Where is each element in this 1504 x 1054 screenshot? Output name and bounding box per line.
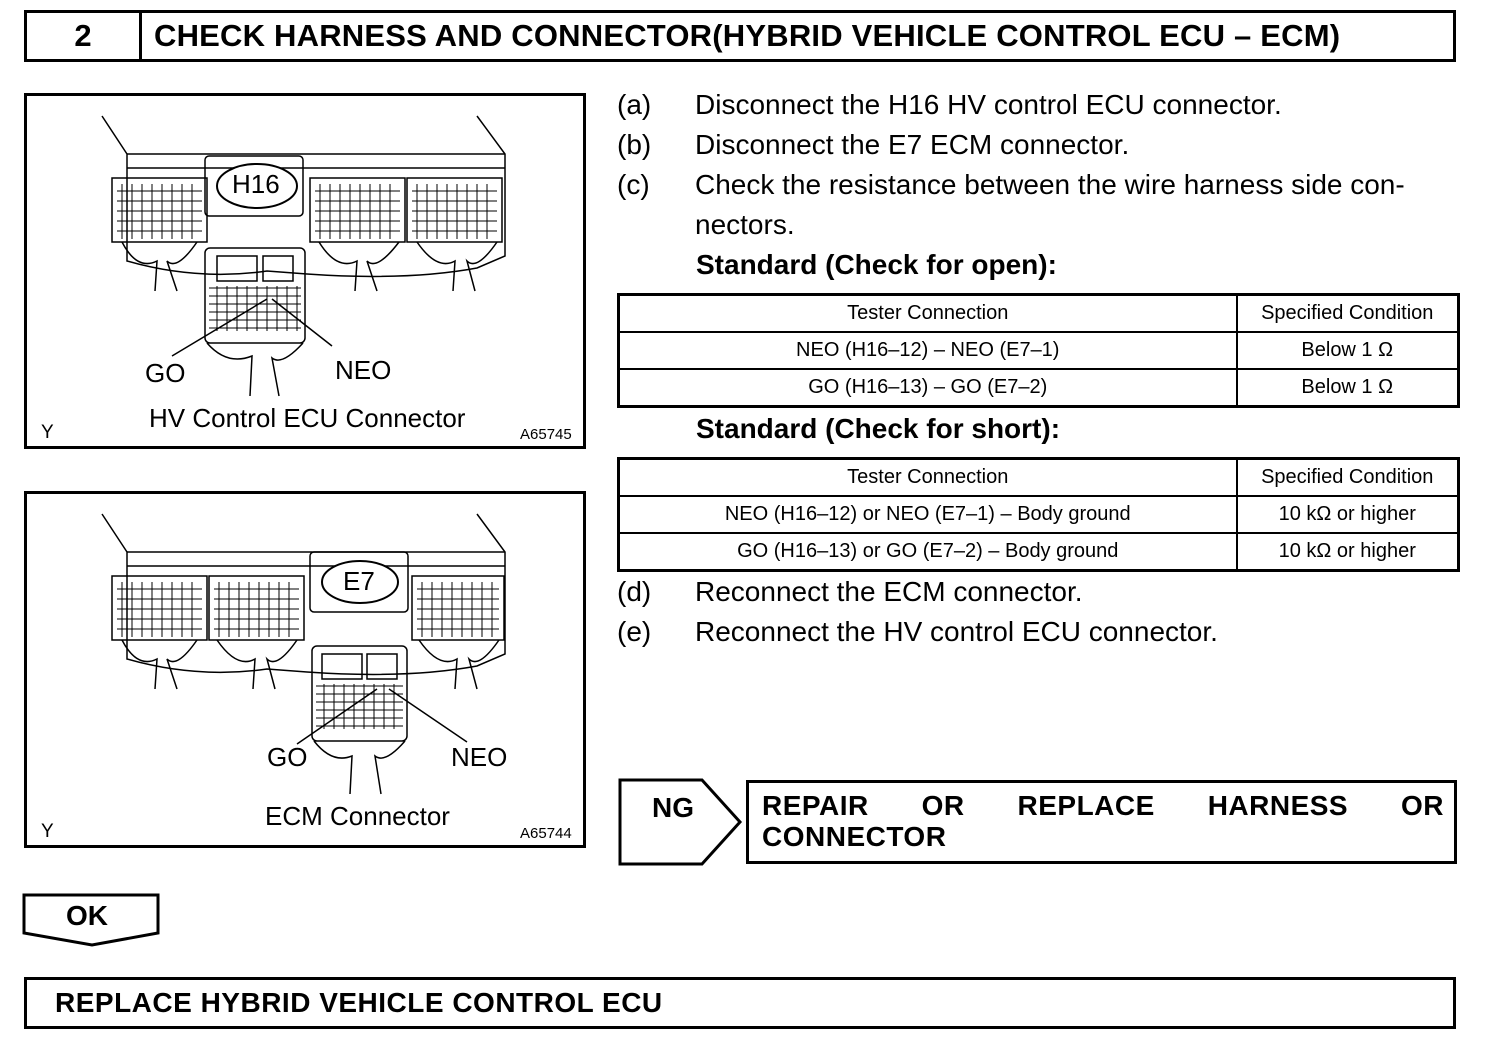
- ok-label: OK: [66, 900, 108, 931]
- go-label: GO: [267, 742, 308, 772]
- table-header-row: Tester Connection Specified Condition: [617, 457, 1460, 497]
- corner-mark: Y: [41, 821, 54, 842]
- step-text-continued: nectors.: [695, 209, 795, 240]
- ng-arrow-icon: [618, 778, 743, 866]
- specified-condition-cell: Below 1 Ω: [1235, 368, 1460, 408]
- tester-connection-cell: NEO (H16–12) – NEO (E7–1): [617, 331, 1238, 370]
- standard-short-heading: Standard (Check for short):: [696, 413, 1061, 444]
- figure-code: A65744: [520, 825, 572, 842]
- ng-action-text: REPAIR OR REPLACE HARNESS OR CONNECTOR: [762, 790, 1444, 852]
- step-label: (c): [617, 169, 650, 200]
- go-label: GO: [145, 358, 186, 388]
- step-text: Disconnect the E7 ECM connector.: [695, 129, 1130, 160]
- header-cell: Specified Condition: [1235, 293, 1460, 333]
- figure-caption: HV Control ECU Connector: [149, 403, 466, 433]
- header-cell: Tester Connection: [617, 293, 1238, 333]
- step-text: Reconnect the ECM connector.: [695, 576, 1083, 607]
- ng-action-word: HARNESS: [1207, 790, 1349, 821]
- hv-ecu-connector-illustration: [101, 115, 506, 397]
- e7-connector-id: E7: [343, 566, 375, 596]
- ng-label: NG: [652, 792, 694, 823]
- figure-code: A65745: [520, 426, 572, 443]
- table-row: GO (H16–13) or GO (E7–2) – Body ground 1…: [617, 532, 1460, 572]
- neo-label: NEO: [451, 742, 508, 772]
- standard-open-heading: Standard (Check for open):: [696, 249, 1057, 280]
- step-label: (e): [617, 616, 652, 647]
- neo-label: NEO: [335, 355, 392, 385]
- step-header: 2 CHECK HARNESS AND CONNECTOR(HYBRID VEH…: [24, 10, 1456, 62]
- step-label: (a): [617, 89, 652, 120]
- ng-action-line2: CONNECTOR: [762, 821, 947, 852]
- step-text: Reconnect the HV control ECU connector.: [695, 616, 1218, 647]
- table-row: GO (H16–13) – GO (E7–2) Below 1 Ω: [617, 368, 1460, 408]
- specified-condition-cell: 10 kΩ or higher: [1235, 532, 1460, 572]
- hv-control-ecu-connector-figure: H16 GO NEO HV Control ECU Connector Y A6…: [24, 93, 586, 449]
- ok-arrow-icon: [22, 893, 160, 947]
- header-cell: Tester Connection: [617, 457, 1238, 497]
- h16-connector-id: H16: [232, 169, 280, 199]
- table-row: NEO (H16–12) – NEO (E7–1) Below 1 Ω: [617, 331, 1460, 370]
- result-box: REPLACE HYBRID VEHICLE CONTROL ECU: [24, 977, 1456, 1029]
- standard-open-table: Tester Connection Specified Condition NE…: [617, 293, 1460, 408]
- tester-connection-cell: NEO (H16–12) or NEO (E7–1) – Body ground: [617, 495, 1238, 534]
- tester-connection-cell: GO (H16–13) – GO (E7–2): [617, 368, 1238, 408]
- result-text: REPLACE HYBRID VEHICLE CONTROL ECU: [55, 987, 663, 1018]
- ecm-connector-illustration: [101, 513, 506, 795]
- tester-connection-cell: GO (H16–13) or GO (E7–2) – Body ground: [617, 532, 1238, 572]
- ng-action-word: REPAIR: [762, 790, 869, 821]
- table-row: NEO (H16–12) or NEO (E7–1) – Body ground…: [617, 495, 1460, 534]
- step-label: (d): [617, 576, 652, 607]
- ecm-connector-figure: E7 GO NEO ECM Connector Y A65744: [24, 491, 586, 848]
- specified-condition-cell: Below 1 Ω: [1235, 331, 1460, 370]
- figure-caption: ECM Connector: [265, 801, 450, 831]
- step-title: CHECK HARNESS AND CONNECTOR(HYBRID VEHIC…: [154, 18, 1341, 53]
- header-cell: Specified Condition: [1235, 457, 1460, 497]
- ng-action-word: OR: [1401, 790, 1444, 821]
- ng-action-word: OR: [921, 790, 965, 821]
- step-text: Disconnect the H16 HV control ECU connec…: [695, 89, 1282, 120]
- step-text: Check the resistance between the wire ha…: [695, 169, 1405, 200]
- ng-action-box: [746, 780, 1457, 864]
- step-label: (b): [617, 129, 652, 160]
- ng-action-word: REPLACE: [1017, 790, 1155, 821]
- table-header-row: Tester Connection Specified Condition: [617, 293, 1460, 333]
- standard-short-table: Tester Connection Specified Condition NE…: [617, 457, 1460, 572]
- step-number: 2: [27, 13, 142, 59]
- specified-condition-cell: 10 kΩ or higher: [1235, 495, 1460, 534]
- corner-mark: Y: [41, 422, 54, 443]
